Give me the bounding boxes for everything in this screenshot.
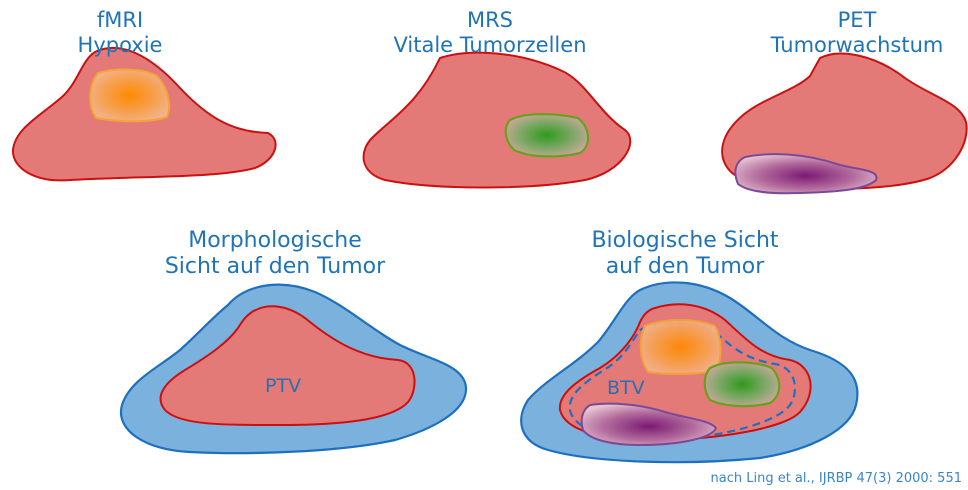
pet-title-line2: Tumorwachstum — [752, 33, 962, 58]
hypoxia-region — [641, 320, 721, 374]
ptv-label: PTV — [265, 375, 301, 397]
morphology-title-line2: Sicht auf den Tumor — [150, 254, 400, 280]
citation: nach Ling et al., IJRBP 47(3) 2000: 551 — [711, 471, 963, 486]
btv-label: BTV — [607, 377, 645, 399]
vital-cells-region — [705, 362, 780, 406]
biology-title-line2: auf den Tumor — [560, 254, 810, 280]
vital-cells-region — [506, 114, 588, 156]
fmri-title-line2: Hypoxie — [55, 33, 185, 58]
hypoxia-region — [90, 69, 169, 121]
biology-title-line1: Biologische Sicht — [560, 228, 810, 254]
morphology-title-line1: Morphologische — [150, 228, 400, 254]
pet-title: PET Tumorwachstum — [752, 8, 962, 58]
fmri-title: fMRI Hypoxie — [55, 8, 185, 58]
mrs-panel — [364, 53, 631, 188]
pet-panel — [722, 54, 967, 194]
mrs-title-line2: Vitale Tumorzellen — [370, 33, 610, 58]
fmri-panel — [13, 48, 276, 180]
morphology-title: Morphologische Sicht auf den Tumor — [150, 228, 400, 280]
pet-title-line1: PET — [752, 8, 962, 33]
morphology-panel: PTV — [121, 285, 466, 453]
mrs-title: MRS Vitale Tumorzellen — [370, 8, 610, 58]
fmri-title-line1: fMRI — [55, 8, 185, 33]
ptv-region — [161, 306, 415, 425]
biology-title: Biologische Sicht auf den Tumor — [560, 228, 810, 280]
biology-panel: BTV — [521, 282, 857, 462]
mrs-title-line1: MRS — [370, 8, 610, 33]
tumor-shape — [364, 53, 631, 188]
